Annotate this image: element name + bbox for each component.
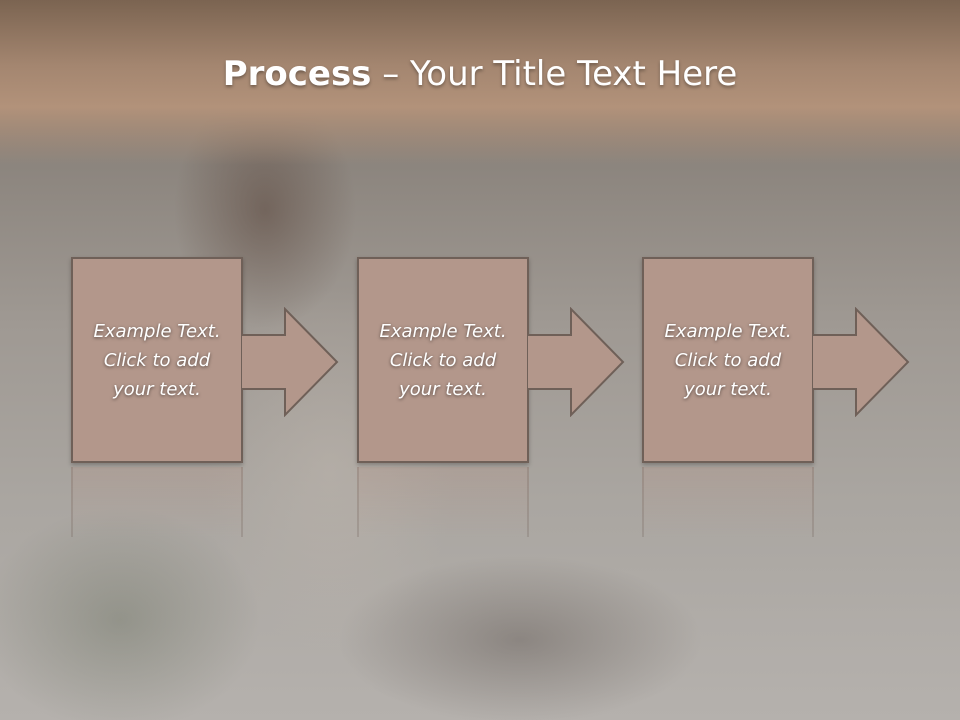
step-text-2: Example Text. Click to add your text. [379, 320, 507, 400]
step-text-box-1[interactable]: Example Text. Click to add your text. [71, 257, 243, 463]
step-text-1: Example Text. Click to add your text. [93, 320, 221, 400]
title-band [0, 0, 960, 165]
step-reflection [642, 467, 814, 537]
step-text-3: Example Text. Click to add your text. [664, 320, 792, 400]
arrow-right-icon [241, 307, 339, 417]
arrow-right-icon [527, 307, 625, 417]
title-bold: Process [222, 54, 372, 94]
arrow-right-icon [812, 307, 910, 417]
step-reflection [357, 467, 529, 537]
step-reflection [71, 467, 243, 537]
title-rest: – Your Title Text Here [371, 54, 738, 94]
step-text-box-2[interactable]: Example Text. Click to add your text. [357, 257, 529, 463]
step-text-box-3[interactable]: Example Text. Click to add your text. [642, 257, 814, 463]
slide-title[interactable]: Process – Your Title Text Here [0, 52, 960, 96]
